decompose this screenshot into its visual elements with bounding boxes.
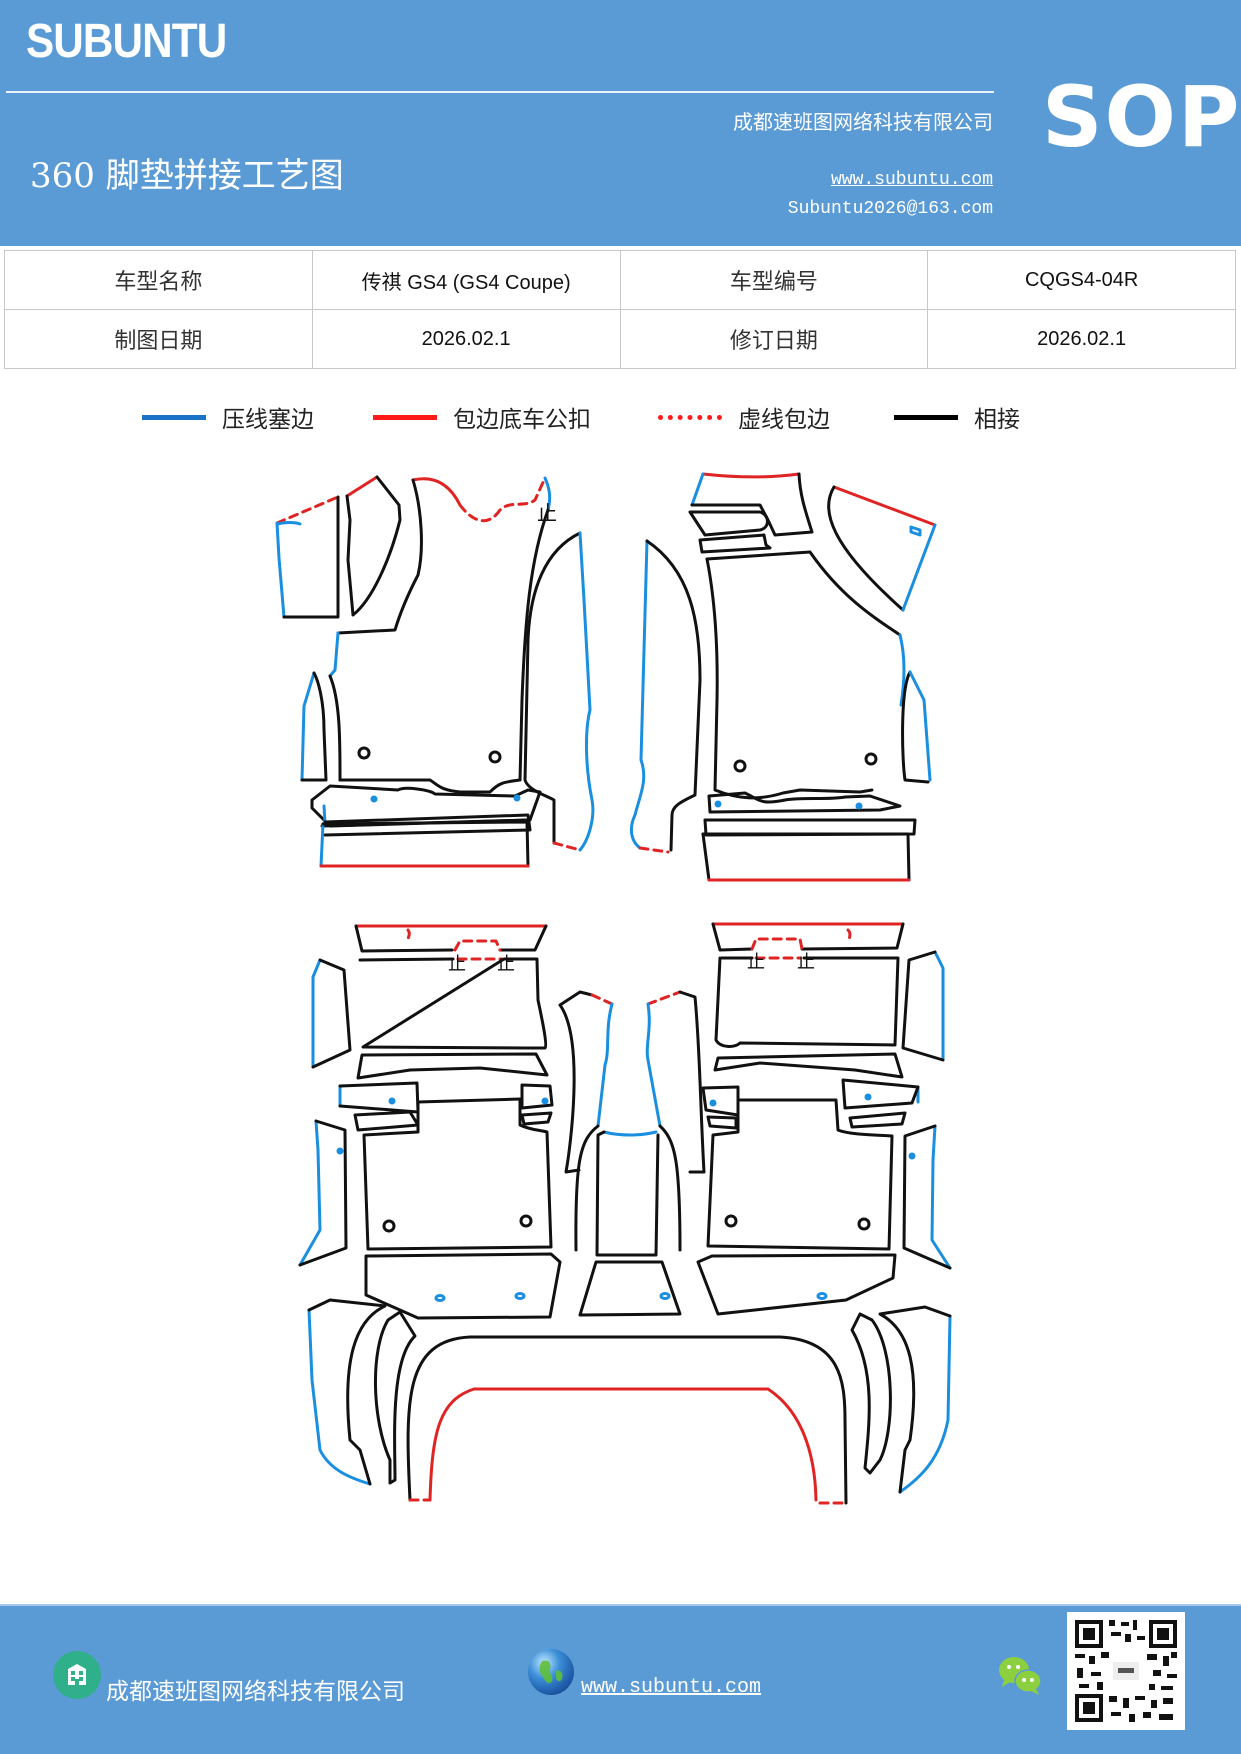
legend-item-join: 相接 [894,400,1020,434]
front-right-mat-group [629,472,937,882]
draw-date-label: 制图日期 [4,309,313,369]
rear-right-mat-group: 止 止 [696,922,952,1316]
legend-label: 压线塞边 [222,407,314,433]
legend-item-wrap-edge: 包边底车公扣 [373,400,591,434]
rear-arch-group [307,1298,952,1505]
draw-date-value: 2026.02.1 [311,309,621,369]
stop-marker: 止 [797,952,815,973]
footer-website-link[interactable]: www.subuntu.com [581,1676,762,1699]
doc-type-label: SOP [1042,68,1241,166]
rear-left-mat-group: 止 止 [298,924,562,1320]
revision-date-label: 修订日期 [619,309,929,369]
revision-date-value: 2026.02.1 [927,309,1236,369]
stop-marker: 止 [448,954,466,975]
building-icon [53,1651,101,1699]
legend: 压线塞边 包边底车公扣 虚线包边 相接 [0,400,1241,440]
model-code-value: CQGS4-04R [927,250,1236,310]
legend-item-press-edge: 压线塞边 [142,400,314,434]
front-left-mat-group: 止 [275,475,595,868]
header-divider [6,91,994,93]
legend-label: 包边底车公扣 [453,407,591,433]
model-code-label: 车型编号 [619,250,929,310]
vehicle-info-table: 车型名称 传祺 GS4 (GS4 Coupe) 车型编号 CQGS4-04R 制… [4,250,1236,369]
stop-marker: 止 [747,952,765,973]
model-name-label: 车型名称 [4,250,313,310]
legend-label: 相接 [974,407,1020,433]
page-title: 360 脚垫拼接工艺图 [30,156,344,196]
black-line-swatch [894,414,958,420]
header-email: Subuntu2026@163.com [787,199,993,219]
header-banner [0,0,1241,246]
header-website-link[interactable]: www.subuntu.com [830,170,993,190]
header-company-name: 成都速班图网络科技有限公司 [733,110,993,134]
brand-logo: SUBUNTU [26,15,227,68]
blue-line-swatch [142,414,206,420]
red-dotted-swatch [658,414,722,420]
footer-divider [0,1604,1241,1606]
footer-company-name: 成都速班图网络科技有限公司 [106,1679,405,1705]
table-row: 车型名称 传祺 GS4 (GS4 Coupe) 车型编号 CQGS4-04R [4,250,1236,310]
red-line-swatch [373,414,437,420]
stop-marker: 止 [537,501,557,525]
center-tunnel-group [558,990,706,1317]
model-name-value: 传祺 GS4 (GS4 Coupe) [311,250,621,310]
wechat-icon [996,1654,1044,1698]
legend-item-dotted-wrap: 虚线包边 [658,400,830,434]
stop-marker: 止 [497,954,515,975]
globe-icon [528,1649,574,1695]
qr-code[interactable] [1067,1612,1185,1730]
legend-label: 虚线包边 [738,407,830,433]
table-row: 制图日期 2026.02.1 修订日期 2026.02.1 [4,309,1236,369]
